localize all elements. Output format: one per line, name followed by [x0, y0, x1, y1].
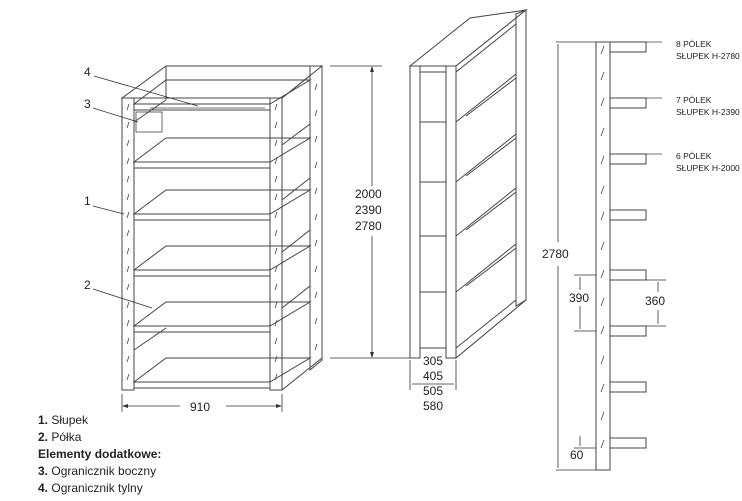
- post-front-left: [121, 97, 135, 391]
- callout-2: 2: [84, 278, 91, 292]
- height-value-2390: 2390: [355, 203, 382, 217]
- callout-3: 3: [84, 97, 91, 111]
- legend-item-3: 3. Ogranicznik boczny: [38, 464, 157, 478]
- side-limiter: [135, 111, 163, 133]
- depth-value-505: 505: [423, 384, 443, 398]
- callouts: [92, 75, 199, 309]
- post-note-6-line1: 6 PÓLEK: [676, 151, 712, 161]
- pitch-360-dimension: [646, 279, 666, 327]
- depth-value-305: 305: [423, 354, 443, 368]
- depth-dimension: [409, 360, 457, 390]
- legend-item-2: 2. Półka: [38, 430, 82, 444]
- post-note-7-line1: 7 PÓLEK: [676, 95, 712, 105]
- callout-1: 1: [84, 194, 91, 208]
- offset-60-value: 60: [570, 448, 584, 462]
- legend-item-4: 4. Ogranicznik tylny: [38, 481, 143, 495]
- post-note-7-line2: SŁUPEK H-2390: [676, 107, 740, 117]
- shelf-unit-perspective: [120, 65, 324, 391]
- post-note-8-line1: 8 PÓLEK: [676, 39, 712, 49]
- post-note-ticks: [646, 41, 662, 155]
- post-note-8-line2: SŁUPEK H-2780: [676, 51, 740, 61]
- width-value: 910: [190, 400, 210, 414]
- top-panel: [120, 65, 324, 99]
- side-braces: [133, 99, 311, 351]
- pitch-390-dimension: [574, 274, 596, 332]
- legend-extra-heading: Elementy dodatkowe:: [38, 447, 162, 461]
- shelf-side-view: [408, 8, 528, 360]
- shelves: [132, 79, 312, 389]
- legend: 1. Słupek 2. Półka Elementy dodatkowe: 3…: [38, 412, 161, 497]
- width-dimension: [121, 394, 283, 412]
- pitch-390-value: 390: [569, 291, 589, 305]
- legend-item-1: 1. Słupek: [38, 413, 89, 427]
- pitch-360-value: 360: [645, 294, 665, 308]
- post-detail: [595, 41, 647, 471]
- post-height-dimension: [556, 41, 596, 471]
- height-dimension: [330, 65, 418, 359]
- depth-value-580: 580: [423, 399, 443, 413]
- offset-60-dimension: [574, 436, 596, 449]
- callout-4: 4: [84, 65, 91, 79]
- height-value-2000: 2000: [355, 187, 382, 201]
- post-note-6-line2: SŁUPEK H-2000: [676, 163, 740, 173]
- post-height-value: 2780: [542, 247, 569, 261]
- depth-value-405: 405: [423, 369, 443, 383]
- height-value-2780: 2780: [355, 219, 382, 233]
- post-slots: [126, 83, 318, 381]
